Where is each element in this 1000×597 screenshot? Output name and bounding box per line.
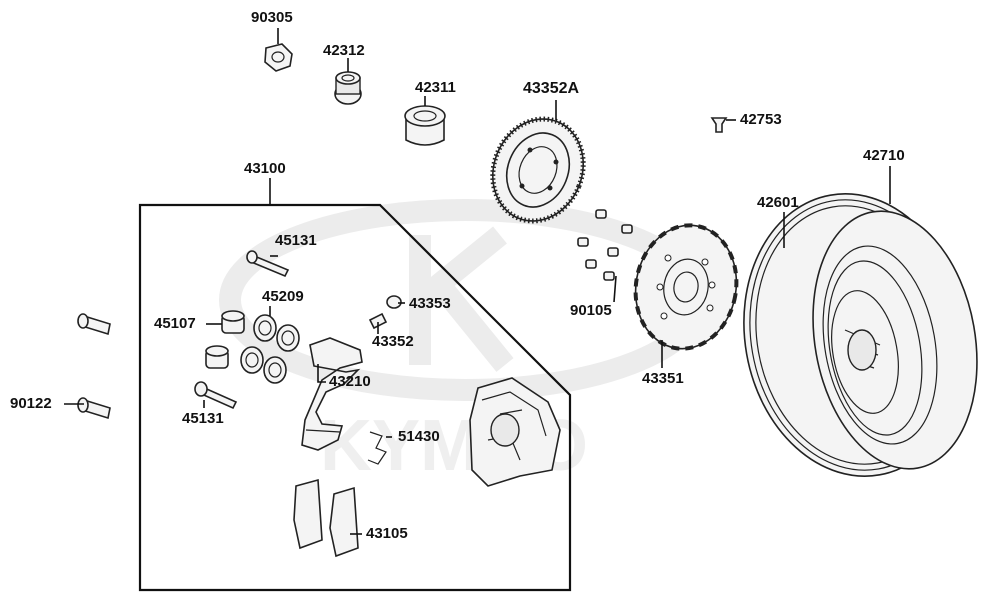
label-90105[interactable]: 90105 <box>570 302 612 319</box>
tone-ring-43352A[interactable] <box>478 105 599 234</box>
bleeder-screw-43352[interactable] <box>368 312 388 330</box>
kymco-watermark-logo: KYMCO <box>219 199 711 486</box>
label-45131-top[interactable]: 45131 <box>275 232 317 249</box>
leader-lines <box>64 28 891 535</box>
label-42710[interactable]: 42710 <box>863 147 905 164</box>
collar-42311[interactable] <box>404 105 446 146</box>
label-45107[interactable]: 45107 <box>154 315 196 332</box>
label-42753[interactable]: 42753 <box>740 111 782 128</box>
slide-pin-45131-bottom[interactable] <box>194 381 238 410</box>
label-43351[interactable]: 43351 <box>642 370 684 387</box>
caliper-seals-45209[interactable] <box>240 314 300 384</box>
pad-spring-51430[interactable] <box>367 431 387 465</box>
label-90122[interactable]: 90122 <box>10 395 52 412</box>
label-45131-bottom[interactable]: 45131 <box>182 410 224 427</box>
bearing-42312[interactable] <box>334 71 362 105</box>
caliper-body[interactable] <box>469 377 561 487</box>
bleeder-cap-43353[interactable] <box>386 295 402 309</box>
caliper-assembly-frame <box>138 203 572 592</box>
brake-disc-43351[interactable] <box>626 217 746 356</box>
brake-pads-43105[interactable] <box>293 478 359 558</box>
label-90305[interactable]: 90305 <box>251 9 293 26</box>
label-45209[interactable]: 45209 <box>262 288 304 305</box>
caliper-bracket-43210[interactable] <box>301 337 363 451</box>
label-43352[interactable]: 43352 <box>372 333 414 350</box>
label-42311[interactable]: 42311 <box>415 79 456 96</box>
label-43352A[interactable]: 43352A <box>523 80 580 97</box>
label-43353[interactable]: 43353 <box>409 295 451 312</box>
label-42601[interactable]: 42601 <box>757 194 799 211</box>
label-51430[interactable]: 51430 <box>398 428 440 445</box>
label-43100[interactable]: 43100 <box>244 160 286 177</box>
caliper-pistons-45107[interactable] <box>205 310 245 369</box>
nut-90305[interactable] <box>264 43 293 72</box>
disc-bolts-90105[interactable] <box>577 209 633 281</box>
wheel-and-tire-assembly[interactable] <box>722 176 996 494</box>
label-42312[interactable]: 42312 <box>323 42 365 59</box>
label-43210[interactable]: 43210 <box>329 373 371 390</box>
slide-pin-45131-top[interactable] <box>246 250 290 278</box>
label-43105[interactable]: 43105 <box>366 525 408 542</box>
axle-bolt-90122[interactable] <box>77 313 111 420</box>
tire-valve-42753[interactable] <box>710 117 728 133</box>
